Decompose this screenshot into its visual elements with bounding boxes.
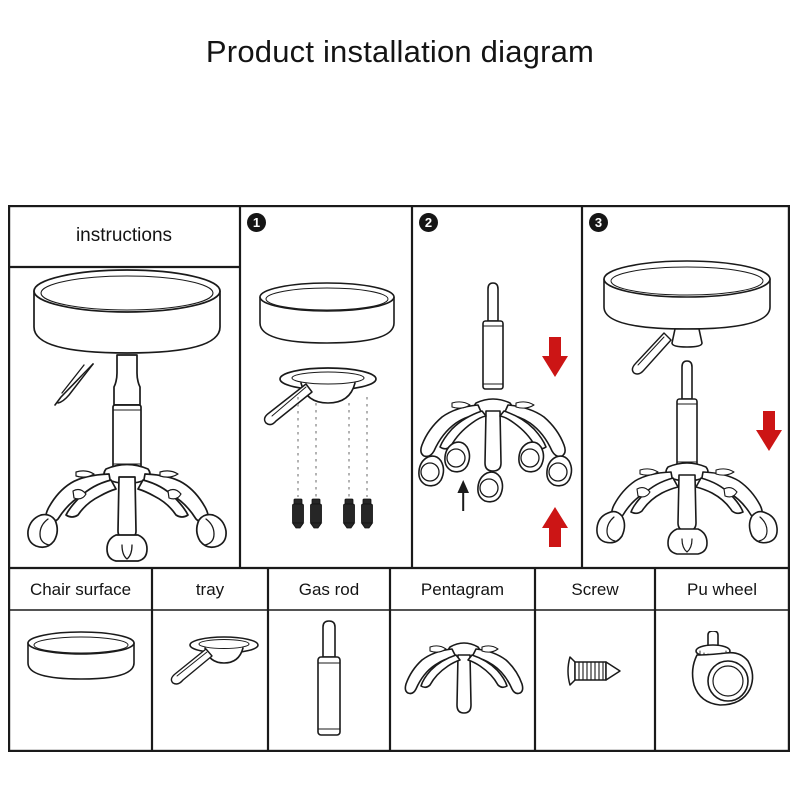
part-illustration-pentagram bbox=[404, 642, 524, 714]
step-badge-3-number: 3 bbox=[594, 215, 603, 230]
part-illustration-tray bbox=[170, 636, 259, 685]
part-label-pu-wheel-cell: Pu wheel bbox=[655, 571, 789, 609]
part-label-tray: tray bbox=[195, 580, 225, 599]
part-label-screw: Screw bbox=[571, 580, 619, 599]
part-illustration-gas-rod bbox=[317, 620, 341, 736]
step-badge-1: 1 bbox=[247, 213, 266, 232]
diagram-grid bbox=[8, 205, 790, 752]
part-label-pentagram: Pentagram bbox=[420, 580, 505, 599]
step-badge-2-number: 2 bbox=[424, 215, 433, 230]
step-2-wheels bbox=[418, 441, 573, 503]
part-label-chair-surface-cell: Chair surface bbox=[9, 571, 152, 609]
step-badge-2: 2 bbox=[419, 213, 438, 232]
black-up-arrow bbox=[457, 480, 469, 511]
step-1-screws bbox=[291, 498, 374, 529]
installation-diagram: instructions 1 2 3 bbox=[8, 205, 790, 752]
page-title: Product installation diagram bbox=[205, 34, 595, 69]
part-label-pu-wheel: Pu wheel bbox=[687, 580, 757, 599]
part-label-chair-surface: Chair surface bbox=[29, 580, 132, 599]
part-label-gas-rod: Gas rod bbox=[298, 580, 360, 599]
step-2-illustration bbox=[418, 282, 573, 511]
instructions-cell-header: instructions bbox=[8, 205, 240, 267]
part-illustration-pu-wheel bbox=[691, 631, 754, 706]
part-label-gas-rod-cell: Gas rod bbox=[268, 571, 390, 609]
red-down-arrow-step2 bbox=[542, 337, 568, 377]
part-label-pentagram-cell: Pentagram bbox=[390, 571, 535, 609]
step-1-illustration bbox=[259, 282, 395, 529]
red-down-arrow-step3 bbox=[756, 411, 782, 451]
part-label-tray-cell: tray bbox=[152, 571, 268, 609]
instructions-label: instructions bbox=[75, 225, 173, 246]
alignment-guides bbox=[297, 397, 368, 497]
step-badge-3: 3 bbox=[589, 213, 608, 232]
step-badge-1-number: 1 bbox=[252, 215, 261, 230]
part-label-screw-cell: Screw bbox=[535, 571, 655, 609]
part-illustration-chair-surface bbox=[27, 631, 135, 680]
red-up-arrow-step2 bbox=[542, 507, 568, 547]
step-3-illustration bbox=[596, 260, 778, 555]
assembled-stool-illustration bbox=[27, 269, 227, 562]
part-illustration-screw bbox=[567, 656, 621, 686]
